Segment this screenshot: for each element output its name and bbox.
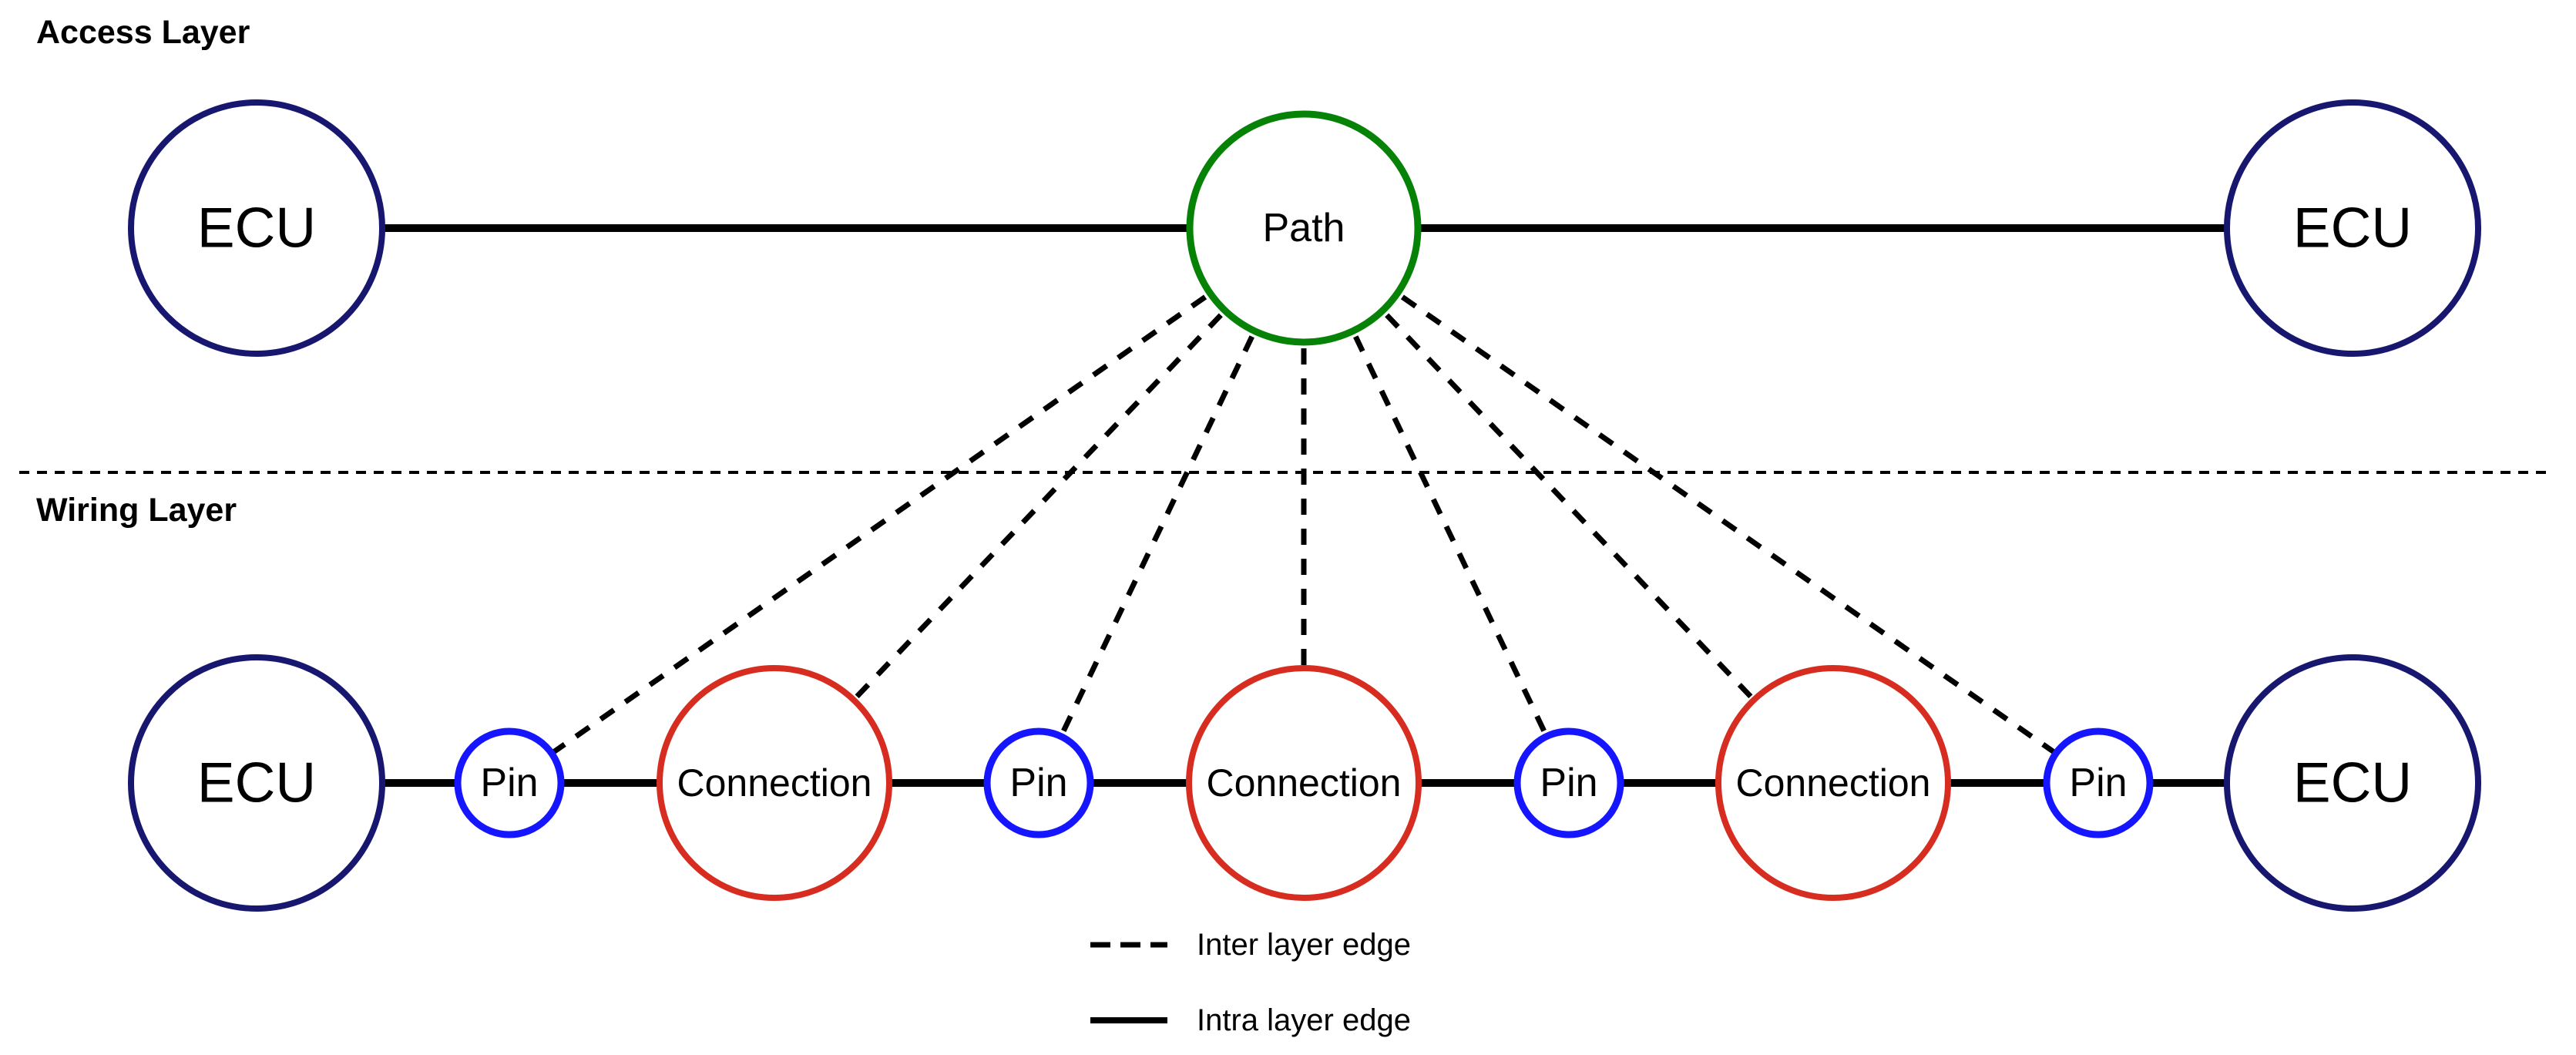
connection-3-label: Connection bbox=[1736, 761, 1931, 805]
inter-layer-edge-label: Inter layer edge bbox=[1197, 928, 1411, 962]
wiring-layer-label: Wiring Layer bbox=[36, 492, 237, 529]
node-connection-3: Connection bbox=[1715, 665, 1951, 901]
connection-2-circle bbox=[1186, 665, 1422, 901]
ecu-wiring-left-label: ECU bbox=[197, 752, 316, 815]
pin-1-circle bbox=[454, 727, 565, 838]
connection-1-label: Connection bbox=[677, 761, 872, 805]
ecu-wiring-left-circle bbox=[128, 654, 385, 912]
ecu-access-left-circle bbox=[128, 99, 385, 357]
pin-2-label: Pin bbox=[1009, 761, 1067, 805]
pin-3-label: Pin bbox=[1540, 761, 1597, 805]
edge-inter-path-access--pin-4 bbox=[1301, 226, 2101, 785]
path-access-label: Path bbox=[1263, 206, 1345, 250]
ecu-wiring-right-circle bbox=[2224, 654, 2481, 912]
node-connection-1: Connection bbox=[657, 665, 892, 901]
ecu-access-right-label: ECU bbox=[2293, 197, 2412, 260]
pin-1-label: Pin bbox=[480, 761, 538, 805]
node-ecu-access-left: ECU bbox=[128, 99, 385, 357]
node-path-access: Path bbox=[1186, 110, 1422, 346]
node-pin-4: Pin bbox=[2043, 727, 2154, 838]
connection-2-label: Connection bbox=[1207, 761, 1402, 805]
edge-inter-path-access--pin-1 bbox=[507, 226, 1306, 785]
node-pin-3: Pin bbox=[1513, 727, 1624, 838]
node-pin-2: Pin bbox=[983, 727, 1094, 838]
connection-3-circle bbox=[1715, 665, 1951, 901]
edge-inter-path-access--connection-3 bbox=[1301, 226, 1835, 785]
node-ecu-wiring-right: ECU bbox=[2224, 654, 2481, 912]
legend: Inter layer edge Intra layer edge bbox=[1090, 928, 1411, 1037]
connection-1-circle bbox=[657, 665, 892, 901]
access-layer-label: Access Layer bbox=[36, 14, 250, 51]
edge-inter-path-access--connection-1 bbox=[772, 226, 1306, 785]
ecu-access-right-circle bbox=[2224, 99, 2481, 357]
pin-4-circle bbox=[2043, 727, 2154, 838]
ecu-access-left-label: ECU bbox=[197, 197, 316, 260]
ecu-wiring-right-label: ECU bbox=[2293, 752, 2412, 815]
node-pin-1: Pin bbox=[454, 727, 565, 838]
intra-layer-edge-label: Intra layer edge bbox=[1197, 1003, 1411, 1037]
pin-4-label: Pin bbox=[2069, 761, 2127, 805]
pin-2-circle bbox=[983, 727, 1094, 838]
pin-3-circle bbox=[1513, 727, 1624, 838]
node-connection-2: Connection bbox=[1186, 665, 1422, 901]
node-ecu-access-right: ECU bbox=[2224, 99, 2481, 357]
node-ecu-wiring-left: ECU bbox=[128, 654, 385, 912]
path-access-circle bbox=[1186, 110, 1422, 346]
